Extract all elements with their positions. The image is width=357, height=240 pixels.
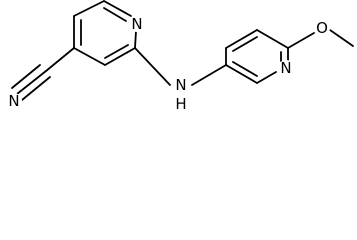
atom-n-nitrile-label: N bbox=[8, 92, 19, 110]
bond-right-ring-c6-c5 bbox=[256, 29, 289, 49]
atom-h-amine-label: H bbox=[175, 95, 186, 113]
bond-nitrile-triple-2 bbox=[16, 70, 47, 95]
bond-nitrile-triple-1 bbox=[21, 76, 51, 101]
bond-right-ring-c3-c2-inner bbox=[232, 61, 258, 77]
atom-o-methoxy-label: O bbox=[316, 19, 328, 37]
atom-n-ring-left: N bbox=[129, 15, 145, 33]
atom-n-ring-right-label: N bbox=[280, 59, 291, 77]
bond-right-ring-c5-c4 bbox=[225, 29, 258, 49]
bond-left-ring-c6-c5-inner bbox=[104, 44, 129, 59]
atom-n-ring-right: N bbox=[278, 59, 294, 77]
bond-left-ring-c2-n1-inner bbox=[103, 7, 127, 22]
bond-right-ring-c3-c2 bbox=[225, 64, 258, 84]
bond-amine-to-ring bbox=[191, 64, 227, 86]
bond-right-ring-c5-c4-inner bbox=[232, 36, 258, 52]
atom-n-ring-left-label: N bbox=[131, 15, 142, 33]
structure-canvas: N N N H N O bbox=[0, 0, 357, 116]
bond-oxygen-to-methyl bbox=[329, 29, 354, 47]
bond-left-ring-c3-c2 bbox=[73, 0, 105, 17]
bond-nitrile-triple-3 bbox=[11, 64, 41, 89]
bond-ring-to-amine bbox=[134, 47, 171, 86]
bond-nitrile-to-ring bbox=[45, 47, 75, 72]
atom-n-amine-label: N bbox=[175, 76, 186, 94]
molecule-structure: N N N H N O bbox=[6, 0, 354, 113]
bond-right-ring-c2-n1 bbox=[256, 71, 277, 84]
atom-n-amine: N H bbox=[173, 76, 189, 113]
atom-o-methoxy: O bbox=[314, 19, 330, 37]
bond-left-ring-c6-c5 bbox=[104, 47, 136, 66]
bond-left-ring-c5-c4 bbox=[73, 47, 106, 66]
bond-ring-to-oxygen bbox=[287, 32, 315, 49]
bond-left-ring-c2-n1 bbox=[103, 0, 132, 17]
bond-left-ring-n1-c6 bbox=[134, 30, 137, 49]
atom-n-nitrile: N bbox=[6, 92, 22, 110]
